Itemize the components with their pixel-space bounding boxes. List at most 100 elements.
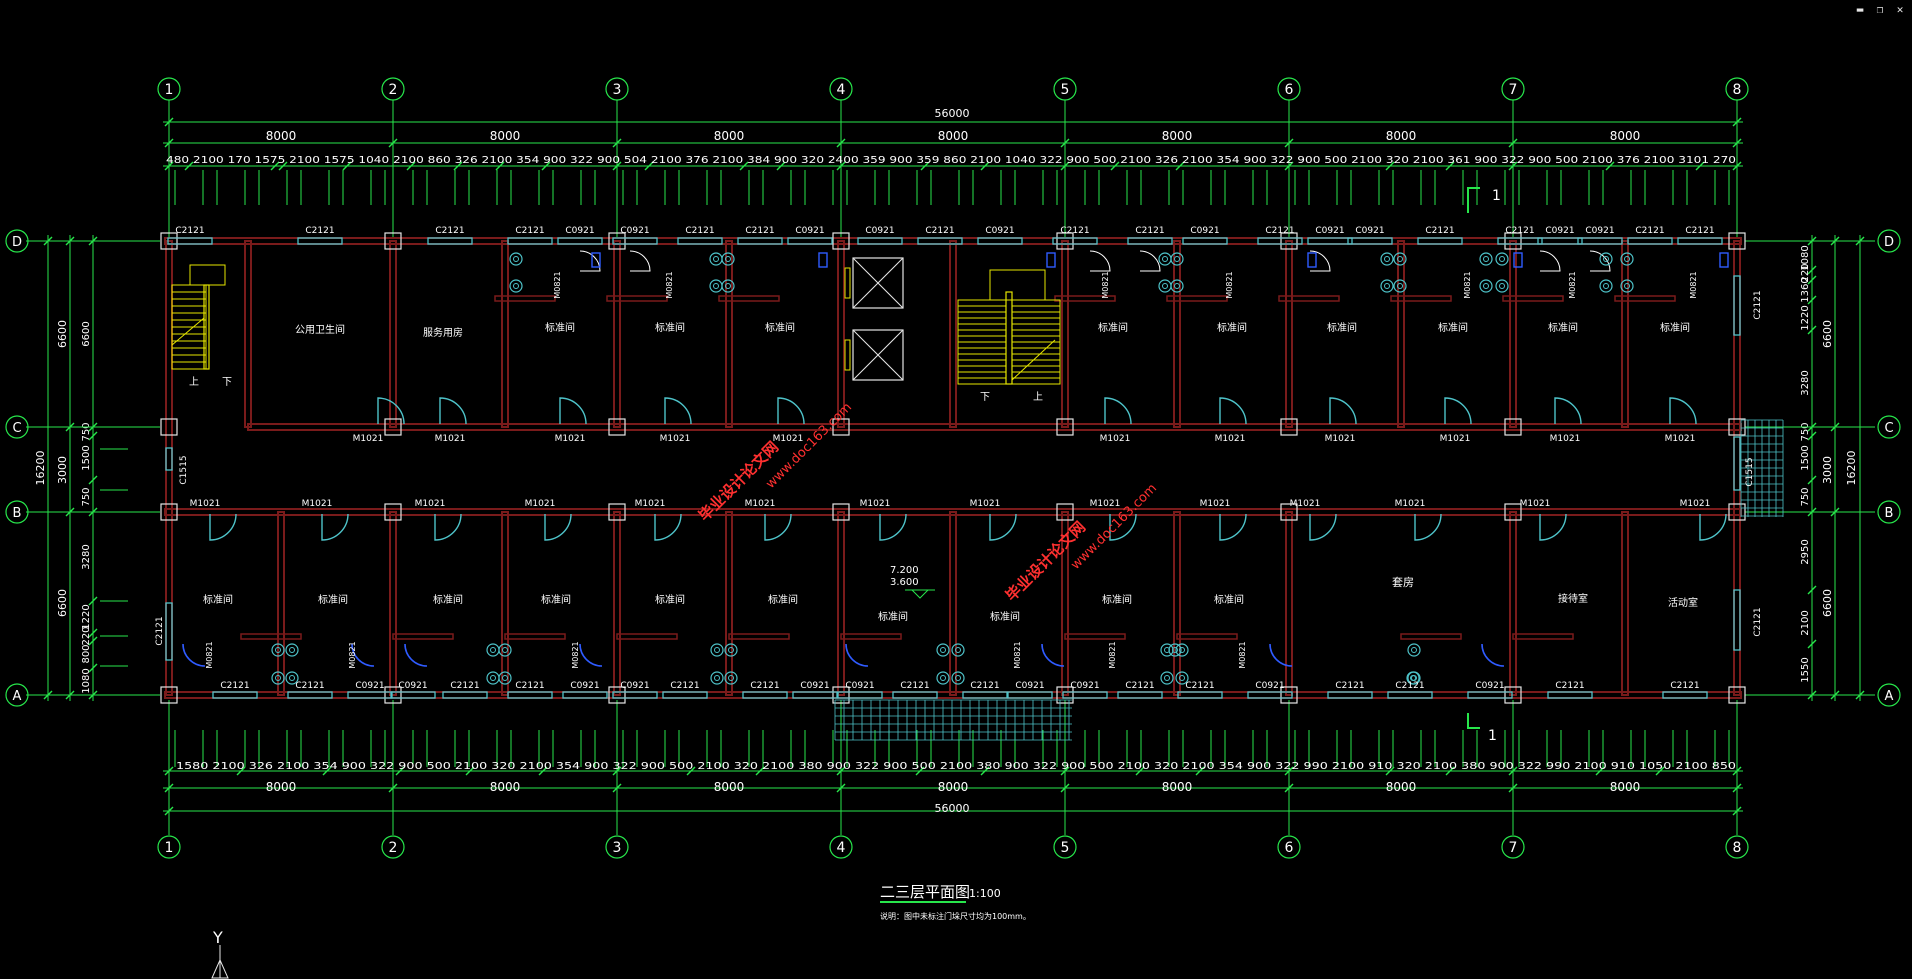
toilet-fixture bbox=[509, 252, 523, 266]
left-mid-dim: 6600 bbox=[56, 589, 69, 617]
left-inner-dim: 1500 bbox=[81, 445, 92, 470]
column bbox=[1280, 418, 1298, 436]
door-tag-south: M1021 bbox=[1090, 499, 1121, 509]
stair-arrow bbox=[1011, 339, 1056, 381]
toilet-fixture bbox=[271, 643, 285, 657]
dim-tick bbox=[980, 161, 990, 171]
toilet-fixture bbox=[955, 675, 961, 681]
toilet-fixture bbox=[714, 675, 720, 681]
toilet-fixture bbox=[289, 647, 295, 653]
dim-tick bbox=[88, 431, 98, 441]
left-inner-dim: 1220 bbox=[81, 604, 92, 629]
toilet-fixture bbox=[721, 252, 735, 266]
bath-door-tag: M0821 bbox=[665, 271, 674, 298]
toilet-fixture bbox=[275, 647, 281, 653]
dim-tick bbox=[1807, 585, 1817, 595]
close-button[interactable]: ✕ bbox=[1896, 3, 1904, 16]
bath-door-arc bbox=[579, 643, 603, 667]
window-tag-bottom: C0921 bbox=[1255, 681, 1284, 691]
dim-tick bbox=[453, 161, 463, 171]
axis-bubble bbox=[1053, 835, 1077, 859]
left-inner-dim: 800 bbox=[81, 644, 92, 663]
door-arc bbox=[777, 397, 805, 425]
room-standard: 标准间 bbox=[203, 593, 233, 606]
bath-partition bbox=[1166, 295, 1228, 302]
room-standard: 标准间 bbox=[655, 593, 685, 606]
window bbox=[857, 237, 903, 245]
dim-tick bbox=[1195, 766, 1205, 776]
wall bbox=[837, 240, 845, 428]
toilet-fixture bbox=[1158, 252, 1172, 266]
toilet-fixture bbox=[1162, 283, 1168, 289]
window bbox=[837, 691, 883, 699]
axis-label: 3 bbox=[613, 840, 622, 856]
stair-up-left: 上 bbox=[189, 376, 199, 388]
column bbox=[1056, 503, 1074, 521]
wall bbox=[1397, 240, 1405, 428]
window bbox=[917, 237, 963, 245]
window bbox=[1537, 237, 1583, 245]
room-standard: 标准间 bbox=[541, 593, 571, 606]
bath-partition bbox=[392, 633, 454, 640]
column bbox=[160, 503, 178, 521]
door-arc bbox=[664, 397, 692, 425]
toilet-fixture bbox=[710, 671, 724, 685]
shower bbox=[1719, 252, 1729, 268]
stair-arrow bbox=[171, 317, 205, 346]
axis-bubble bbox=[1277, 77, 1301, 101]
door-tag-south: M1021 bbox=[860, 499, 891, 509]
window bbox=[1627, 237, 1673, 245]
wall bbox=[1621, 240, 1629, 428]
side-window bbox=[165, 602, 173, 661]
window-tag-top: C2121 bbox=[515, 226, 544, 236]
room-standard: 标准间 bbox=[1548, 321, 1578, 334]
dim-tick bbox=[88, 628, 98, 638]
dim-tick bbox=[342, 161, 352, 171]
bath-partition bbox=[1278, 295, 1340, 302]
dim-tick bbox=[88, 663, 98, 673]
right-inner-dim: 220 bbox=[1800, 263, 1811, 282]
toilet-fixture bbox=[714, 647, 720, 653]
room-standard: 标准间 bbox=[990, 610, 1020, 623]
door-tag-south: M1021 bbox=[1680, 499, 1711, 509]
toilet-fixture bbox=[285, 671, 299, 685]
door-tag-south: M1021 bbox=[190, 499, 221, 509]
toilet-fixture bbox=[1384, 283, 1390, 289]
dim-tick bbox=[920, 161, 930, 171]
bath-partition bbox=[1390, 295, 1452, 302]
bay-dim-top: 8000 bbox=[1386, 129, 1417, 143]
window bbox=[442, 691, 488, 699]
window bbox=[557, 237, 603, 245]
wall bbox=[1509, 240, 1517, 428]
door-tag-south: M1021 bbox=[1200, 499, 1231, 509]
window-tag-bottom: C0921 bbox=[570, 681, 599, 691]
dim-tick bbox=[1110, 161, 1120, 171]
window-tag-bottom: C0921 bbox=[355, 681, 384, 691]
dim-tick bbox=[755, 766, 765, 776]
door-arc bbox=[1669, 397, 1697, 425]
door-arc bbox=[1219, 513, 1247, 541]
ucs-y-label: Y bbox=[212, 928, 223, 947]
restore-button[interactable]: ❐ bbox=[1876, 3, 1884, 16]
window bbox=[1007, 691, 1053, 699]
room-standard: 标准间 bbox=[1102, 593, 1132, 606]
bay-dim-bottom: 8000 bbox=[938, 780, 969, 794]
bath-door-arc bbox=[182, 643, 206, 667]
column bbox=[1504, 418, 1522, 436]
wall bbox=[949, 511, 957, 696]
toilet-fixture bbox=[285, 643, 299, 657]
bath-door-arc bbox=[1269, 643, 1293, 667]
bath-door-tag: M0821 bbox=[571, 641, 580, 668]
door-arc bbox=[654, 513, 682, 541]
dim-tick bbox=[278, 161, 288, 171]
window bbox=[1497, 237, 1543, 245]
axis-label: 5 bbox=[1061, 840, 1070, 856]
dim-tick bbox=[88, 596, 98, 606]
minimize-button[interactable]: ▬ bbox=[1856, 3, 1864, 16]
column bbox=[1280, 232, 1298, 250]
axis-bubble bbox=[5, 229, 29, 253]
bay-dim-top: 8000 bbox=[938, 129, 969, 143]
dim-tick bbox=[538, 766, 548, 776]
